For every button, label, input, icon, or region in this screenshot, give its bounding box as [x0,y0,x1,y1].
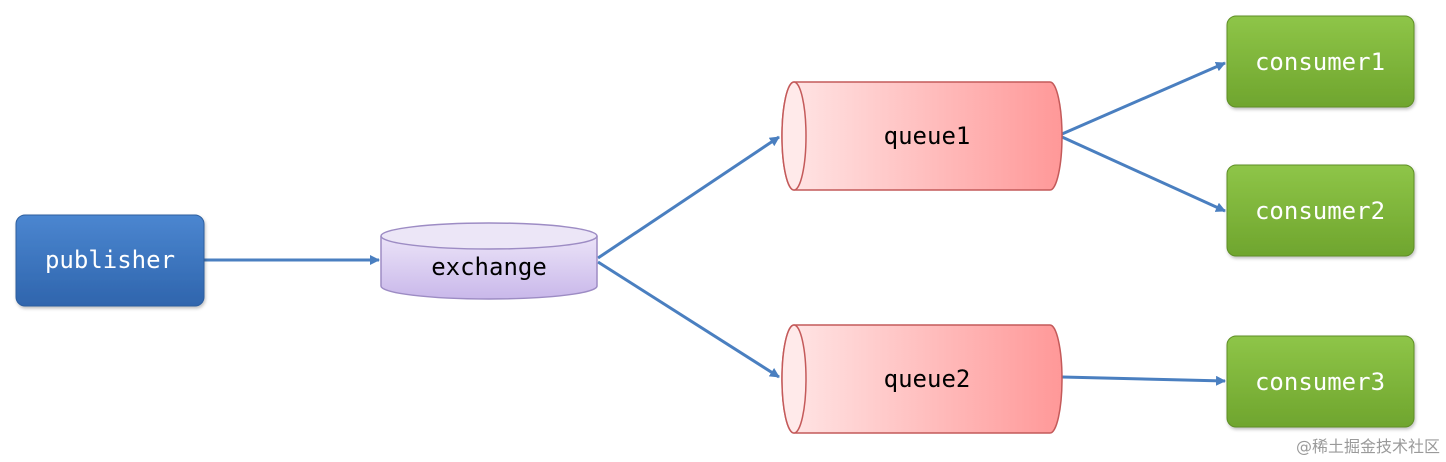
edge-exchange-queue2 [597,260,780,379]
consumer2-node[interactable]: consumer2 [1226,164,1415,257]
edge-queue2-consumer3 [1061,375,1226,386]
exchange-label: exchange [431,253,547,281]
queue1-node[interactable]: queue1 [781,81,1063,191]
edge-queue1-consumer1 [1061,61,1226,136]
consumer3-label: consumer3 [1255,368,1385,396]
consumer3-node[interactable]: consumer3 [1226,335,1415,428]
queue2-label: queue2 [884,365,971,393]
edge-queue1-consumer2 [1061,135,1226,213]
consumer2-label: consumer2 [1255,197,1385,225]
publisher-node[interactable]: publisher [15,214,205,307]
queue1-label: queue1 [884,122,971,150]
edges [204,61,1226,386]
consumer1-label: consumer1 [1255,48,1385,76]
watermark-text: @稀土掘金技术社区 [1296,437,1440,456]
queue2-node[interactable]: queue2 [781,324,1063,434]
exchange-node[interactable]: exchange [380,222,598,300]
publisher-label: publisher [45,246,175,274]
edge-exchange-queue1 [597,135,780,260]
consumer1-node[interactable]: consumer1 [1226,15,1415,108]
